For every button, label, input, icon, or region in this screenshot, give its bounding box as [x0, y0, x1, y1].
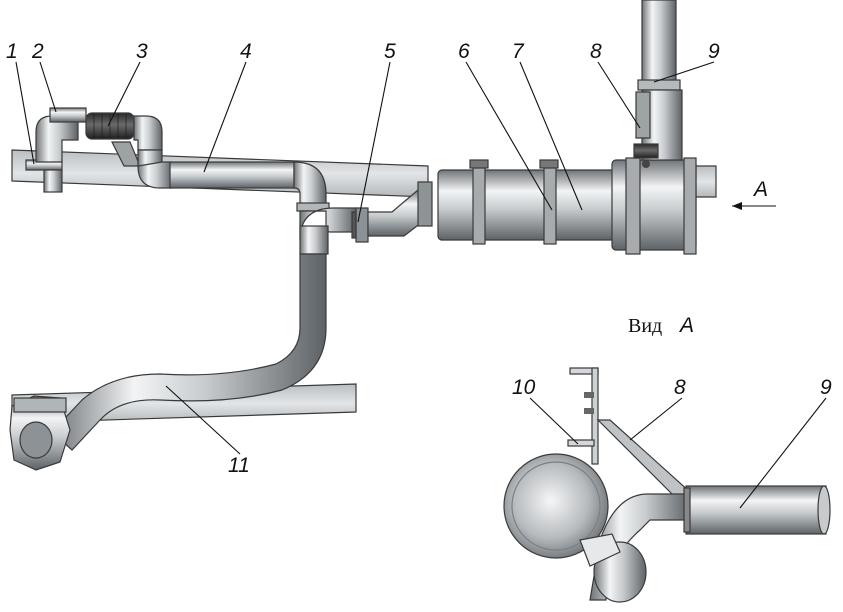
tailpipe-side: [685, 485, 827, 535]
callout-11: 11: [228, 454, 250, 477]
support-bracket: [635, 91, 651, 139]
tail-pipe-upper: [633, 0, 683, 168]
callout-9-view: 9: [820, 376, 832, 399]
callout-6: 6: [458, 40, 470, 63]
view-caption-word: Вид: [628, 315, 662, 337]
callout-10: 10: [512, 376, 536, 399]
clamp-ring: [355, 207, 369, 243]
callout-3: 3: [136, 40, 148, 63]
muffler: [437, 157, 697, 255]
callout-5: 5: [384, 40, 396, 63]
view-arrow-letter: A: [752, 178, 768, 201]
lower-pipe-assembly: [9, 253, 327, 471]
view-a-detail: [503, 367, 831, 603]
intermediate-pipe: [169, 161, 295, 189]
callout-9: 9: [708, 40, 720, 63]
elbow-pipe: [35, 115, 79, 163]
callout-labels: 1 2 3 4 5 6 7 8 9 11 10 8 9: [6, 40, 832, 477]
callout-4: 4: [240, 40, 252, 63]
view-labels: A Вид А: [628, 178, 768, 337]
callout-8: 8: [590, 40, 602, 63]
callout-2: 2: [31, 40, 44, 63]
tailpipe: [641, 0, 677, 85]
mounting-plate: [591, 367, 599, 465]
long-pipe: [51, 253, 327, 451]
strut-bracket: [596, 419, 691, 501]
view-caption-letter: А: [678, 314, 694, 337]
callout-1: 1: [6, 40, 18, 63]
muffler-end-disc: [503, 453, 609, 559]
callout-8-view: 8: [674, 376, 686, 399]
leader-lines: [15, 61, 827, 509]
callout-7: 7: [512, 40, 525, 63]
upper-pipe-assembly: [25, 107, 330, 212]
muffler-body-front: [437, 169, 617, 241]
